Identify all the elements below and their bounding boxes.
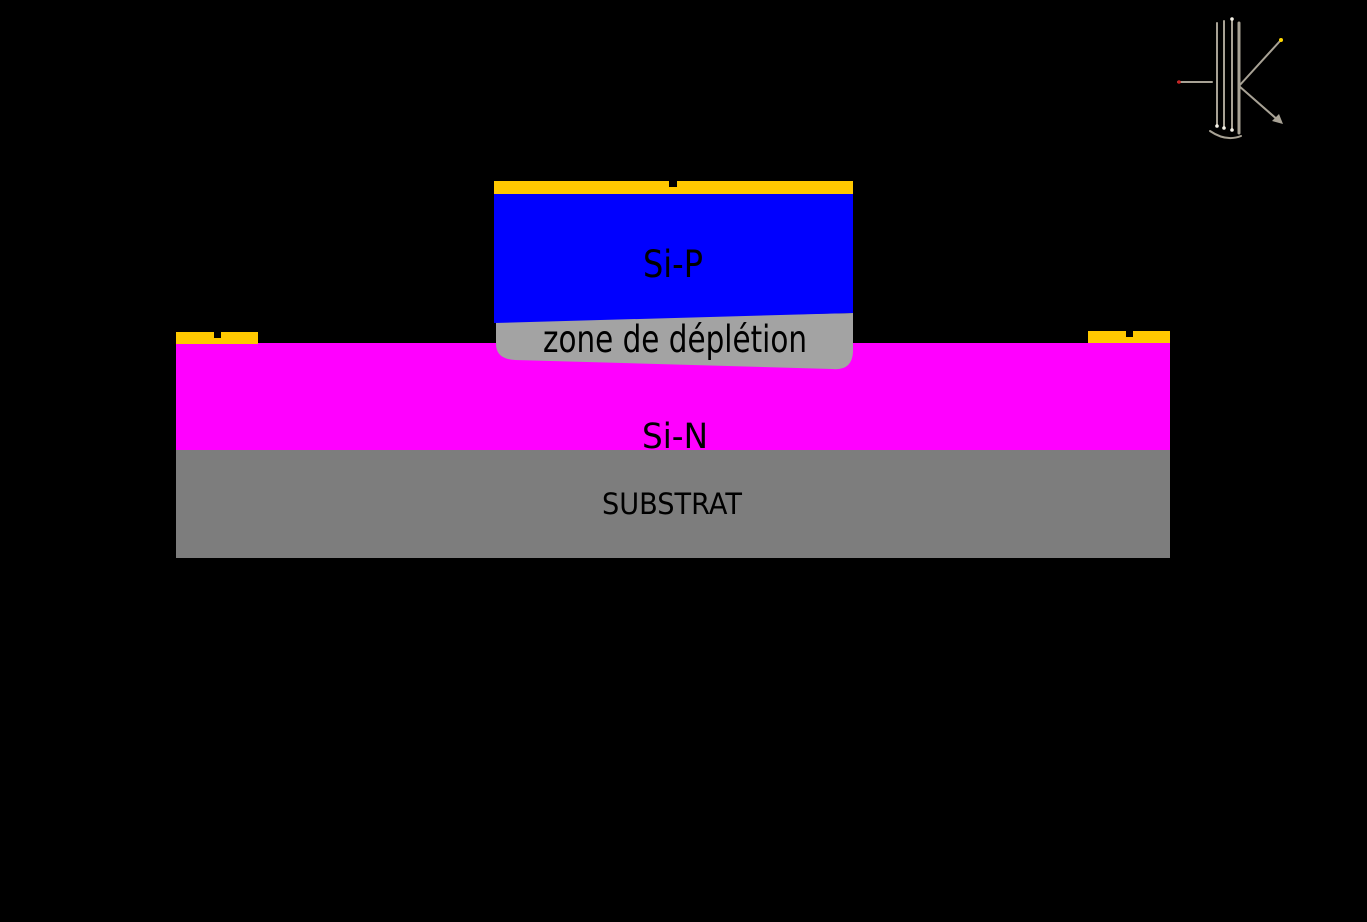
si-n-label: Si-N (642, 417, 708, 457)
left-contact-lead-mark (214, 332, 221, 338)
k-glyph-white-dot-bottom-2 (1222, 126, 1226, 130)
k-glyph-white-dot-bottom-3 (1230, 128, 1234, 132)
top-contact-lead-mark (669, 181, 677, 187)
k-arrow-glyph-icon (1177, 17, 1283, 140)
k-glyph-bottom-arc (1209, 130, 1242, 140)
depletion-zone-label: zone de déplétion (543, 318, 807, 361)
k-glyph-white-dot-top (1230, 17, 1234, 21)
k-glyph-white-dot-bottom-1 (1215, 124, 1219, 128)
depletion-zone (496, 313, 853, 370)
k-glyph-yellow-dot (1279, 38, 1283, 42)
k-glyph-arrowhead (1272, 114, 1283, 124)
si-p-layer (494, 194, 853, 323)
k-glyph-red-dot (1177, 80, 1181, 84)
right-contact-lead-mark (1126, 331, 1133, 337)
si-p-label: Si-P (643, 243, 703, 286)
k-glyph-upper-diagonal (1238, 40, 1281, 87)
k-glyph-arrow-shaft (1238, 85, 1280, 122)
substrate-layer (176, 450, 1170, 558)
top-contact (494, 181, 853, 194)
substrate-label: SUBSTRAT (602, 487, 742, 521)
